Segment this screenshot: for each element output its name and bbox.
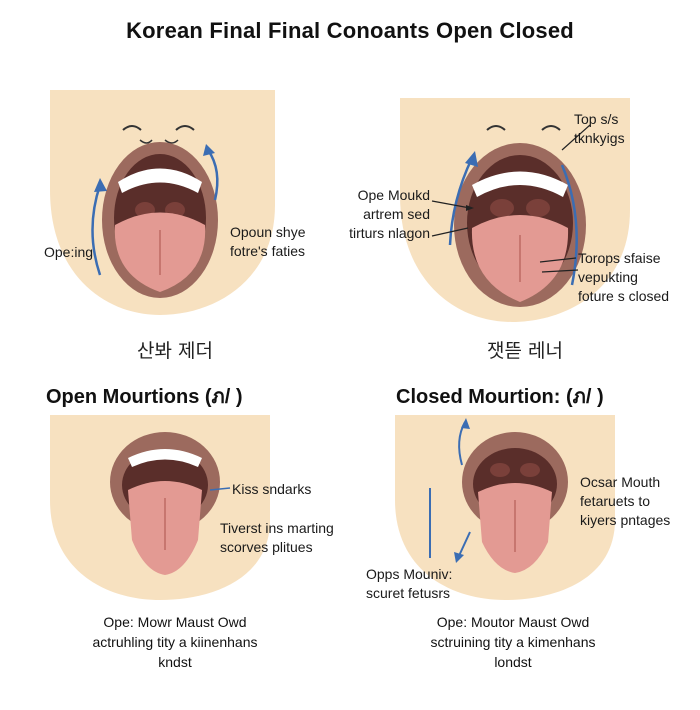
upper-teeth [118,168,202,193]
heading-closed-mouth: Closed Mourtion: (ภ/ ) [396,386,604,408]
upper-teeth [472,171,568,197]
heading-open-mouth: Open Mourtions (ภ/ ) [46,386,243,408]
label-closed-feature: Torops sfaise vepukting foture s closed [578,250,670,304]
annotated-mouth-illustration [400,98,630,322]
label-starting: Tiverst ins marting scorves plitues [220,520,334,555]
eye-right-icon [541,125,561,131]
closed-mouth-illustration [395,415,615,600]
label-closed-mouth: Ocsar Mouth fetaruets to kiyers pntages [580,474,671,528]
pointer-line [539,257,577,263]
label-opps: Opps Mouniv: scuret fetusrs [366,566,453,601]
panel-open-mouth-front: Ope:ing Opoun shye fotre's faties 산봐 제더 [0,60,350,390]
panel-closed-mouth: Closed Mourtion: (ภ/ ) Ocsar Mouth fetar… [350,380,700,710]
korean-caption: 잿뜯 레너 [487,340,563,362]
open-mouth-illustration [50,90,275,315]
label-opening: Ope:ing [44,244,94,260]
tongue-out-illustration [50,415,270,600]
pointer-line [431,227,469,237]
pointer-line [561,124,591,151]
label-open-shape: Opoun shye fotre's faties [230,224,306,259]
eye-right-icon [175,125,195,131]
arrow-up-left-icon [91,184,102,276]
caption-open: Ope: Mowr Maust Owd actruhling tity a ki… [92,614,258,670]
upper-teeth [128,449,202,467]
eye-left-icon [122,125,142,131]
pointer-line [541,269,579,273]
arrow-up-left-icon [448,157,474,246]
diagram-title: Korean Final Final Conoants Open Closed [126,18,574,43]
eye-left-icon [486,125,506,131]
caption-closed: Ope: Moutor Maust Owd sctruining tity a … [430,614,596,670]
panel-open-mouth-annotated: Top s/s tknkyigs Ope Moukd artrem sed ti… [349,60,700,390]
label-tops: Top s/s tknkyigs [574,111,625,146]
label-open-mouth: Ope Moukd artrem sed tirturs nlagon [349,187,430,241]
label-kiss: Kiss sndarks [232,481,312,497]
arrow-down-left-icon [457,531,471,559]
panel-open-mouth-tongue: Open Mourtions (ภ/ ) Kiss sndarks Tivers… [0,380,350,710]
korean-caption: 산봐 제더 [137,340,213,362]
pointer-line [209,487,231,491]
pointer-line [431,200,471,209]
